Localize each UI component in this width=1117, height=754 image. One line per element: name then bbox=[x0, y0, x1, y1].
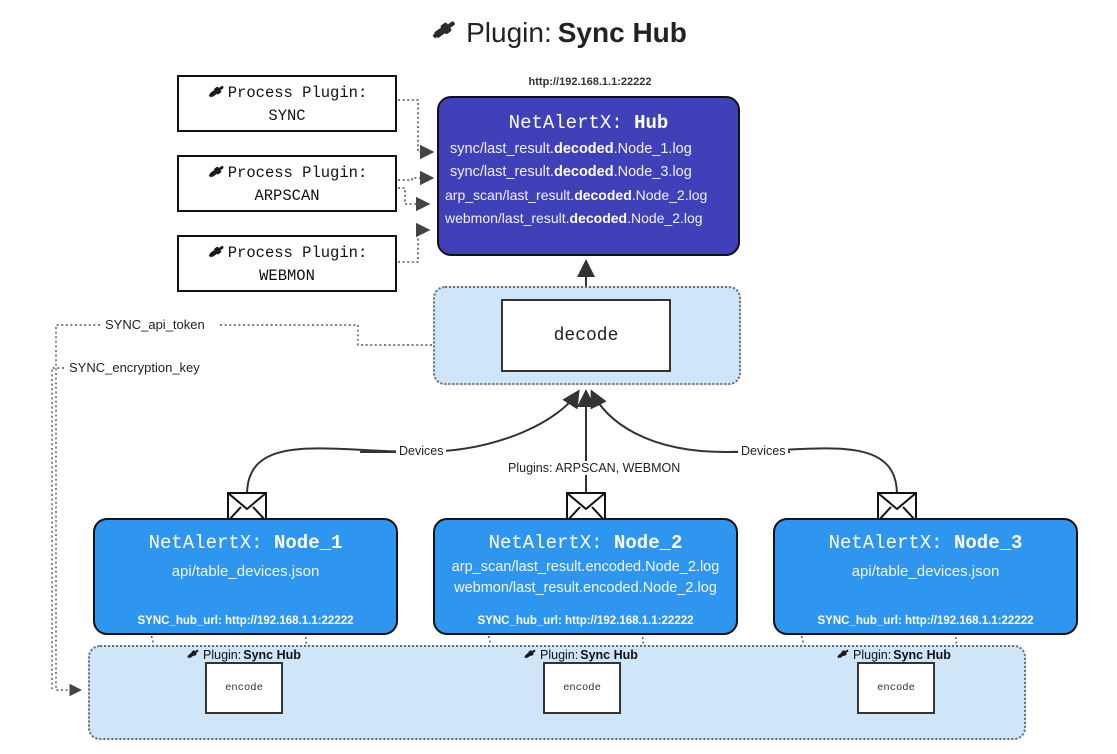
hub-title: NetAlertX: Hub bbox=[508, 112, 669, 134]
envelope-icon bbox=[877, 492, 917, 527]
process-plugin-name: SYNC bbox=[268, 107, 306, 125]
node-box-2[interactable]: NetAlertX: Node_2 arp_scan/last_result.e… bbox=[433, 518, 738, 635]
plug-icon bbox=[207, 241, 227, 267]
plug-icon bbox=[430, 14, 460, 51]
decode-box[interactable]: decode bbox=[501, 299, 671, 372]
hub-log-line: arp_scan/last_result.decoded.Node_2.log bbox=[445, 187, 708, 203]
title-name: Sync Hub bbox=[557, 16, 687, 48]
node-hub-url: SYNC_hub_url: http://192.168.1.1:22222 bbox=[817, 615, 1034, 627]
plug-icon bbox=[836, 646, 851, 664]
encode-box-1[interactable]: encode bbox=[205, 662, 283, 714]
hub-box[interactable]: NetAlertX: Hub sync/last_result.decoded.… bbox=[437, 96, 740, 256]
encode-box-3[interactable]: encode bbox=[857, 662, 935, 714]
title-prefix: Plugin: bbox=[466, 16, 552, 48]
plug-icon bbox=[523, 646, 538, 664]
sync-api-token-label: SYNC_api_token bbox=[102, 317, 208, 332]
plugin-label-2: Plugin: Sync Hub bbox=[523, 646, 638, 664]
node-title: NetAlertX: Node_3 bbox=[828, 532, 1023, 554]
process-plugin-label: Process Plugin: bbox=[227, 244, 368, 263]
node-title: NetAlertX: Node_2 bbox=[488, 532, 683, 554]
encode-box-2[interactable]: encode bbox=[543, 662, 621, 714]
node-data-line: arp_scan/last_result.encoded.Node_2.log bbox=[451, 559, 720, 575]
process-plugin-box-sync[interactable]: Process Plugin: SYNC bbox=[177, 75, 397, 132]
plug-icon bbox=[207, 81, 227, 107]
sync-encryption-key-label: SYNC_encryption_key bbox=[66, 360, 203, 375]
node-data-line: webmon/last_result.encoded.Node_2.log bbox=[454, 580, 717, 596]
process-plugin-label: Process Plugin: bbox=[227, 84, 368, 103]
hub-log-line: webmon/last_result.decoded.Node_2.log bbox=[445, 210, 703, 226]
hub-url-label: http://192.168.1.1:22222 bbox=[528, 76, 652, 88]
plug-icon bbox=[207, 161, 227, 187]
hub-log-line: sync/last_result.decoded.Node_3.log bbox=[450, 164, 692, 180]
node-title: NetAlertX: Node_1 bbox=[148, 532, 343, 554]
process-plugin-name: ARPSCAN bbox=[254, 187, 320, 205]
devices-label-right: Devices bbox=[738, 444, 789, 458]
plugins-label-center: Plugins: ARPSCAN, WEBMON bbox=[505, 461, 684, 475]
node-data-line: api/table_devices.json bbox=[171, 563, 320, 580]
process-plugin-name: WEBMON bbox=[259, 267, 315, 285]
hub-log-line: sync/last_result.decoded.Node_1.log bbox=[450, 141, 692, 157]
process-plugin-box-webmon[interactable]: Process Plugin: WEBMON bbox=[177, 235, 397, 292]
node-hub-url: SYNC_hub_url: http://192.168.1.1:22222 bbox=[477, 615, 694, 627]
process-plugin-label: Process Plugin: bbox=[227, 164, 368, 183]
node-box-3[interactable]: NetAlertX: Node_3 api/table_devices.json… bbox=[773, 518, 1078, 635]
plugin-label-3: Plugin: Sync Hub bbox=[836, 646, 951, 664]
plug-icon bbox=[186, 646, 201, 664]
devices-label-left: Devices bbox=[396, 444, 447, 458]
node-data-line: api/table_devices.json bbox=[851, 563, 1000, 580]
page-title: Plugin: Sync Hub bbox=[0, 14, 1117, 51]
envelope-icon bbox=[227, 492, 267, 527]
plugin-label-1: Plugin: Sync Hub bbox=[186, 646, 301, 664]
node-box-1[interactable]: NetAlertX: Node_1 api/table_devices.json… bbox=[93, 518, 398, 635]
process-plugin-box-arpscan[interactable]: Process Plugin: ARPSCAN bbox=[177, 155, 397, 212]
node-hub-url: SYNC_hub_url: http://192.168.1.1:22222 bbox=[137, 615, 354, 627]
